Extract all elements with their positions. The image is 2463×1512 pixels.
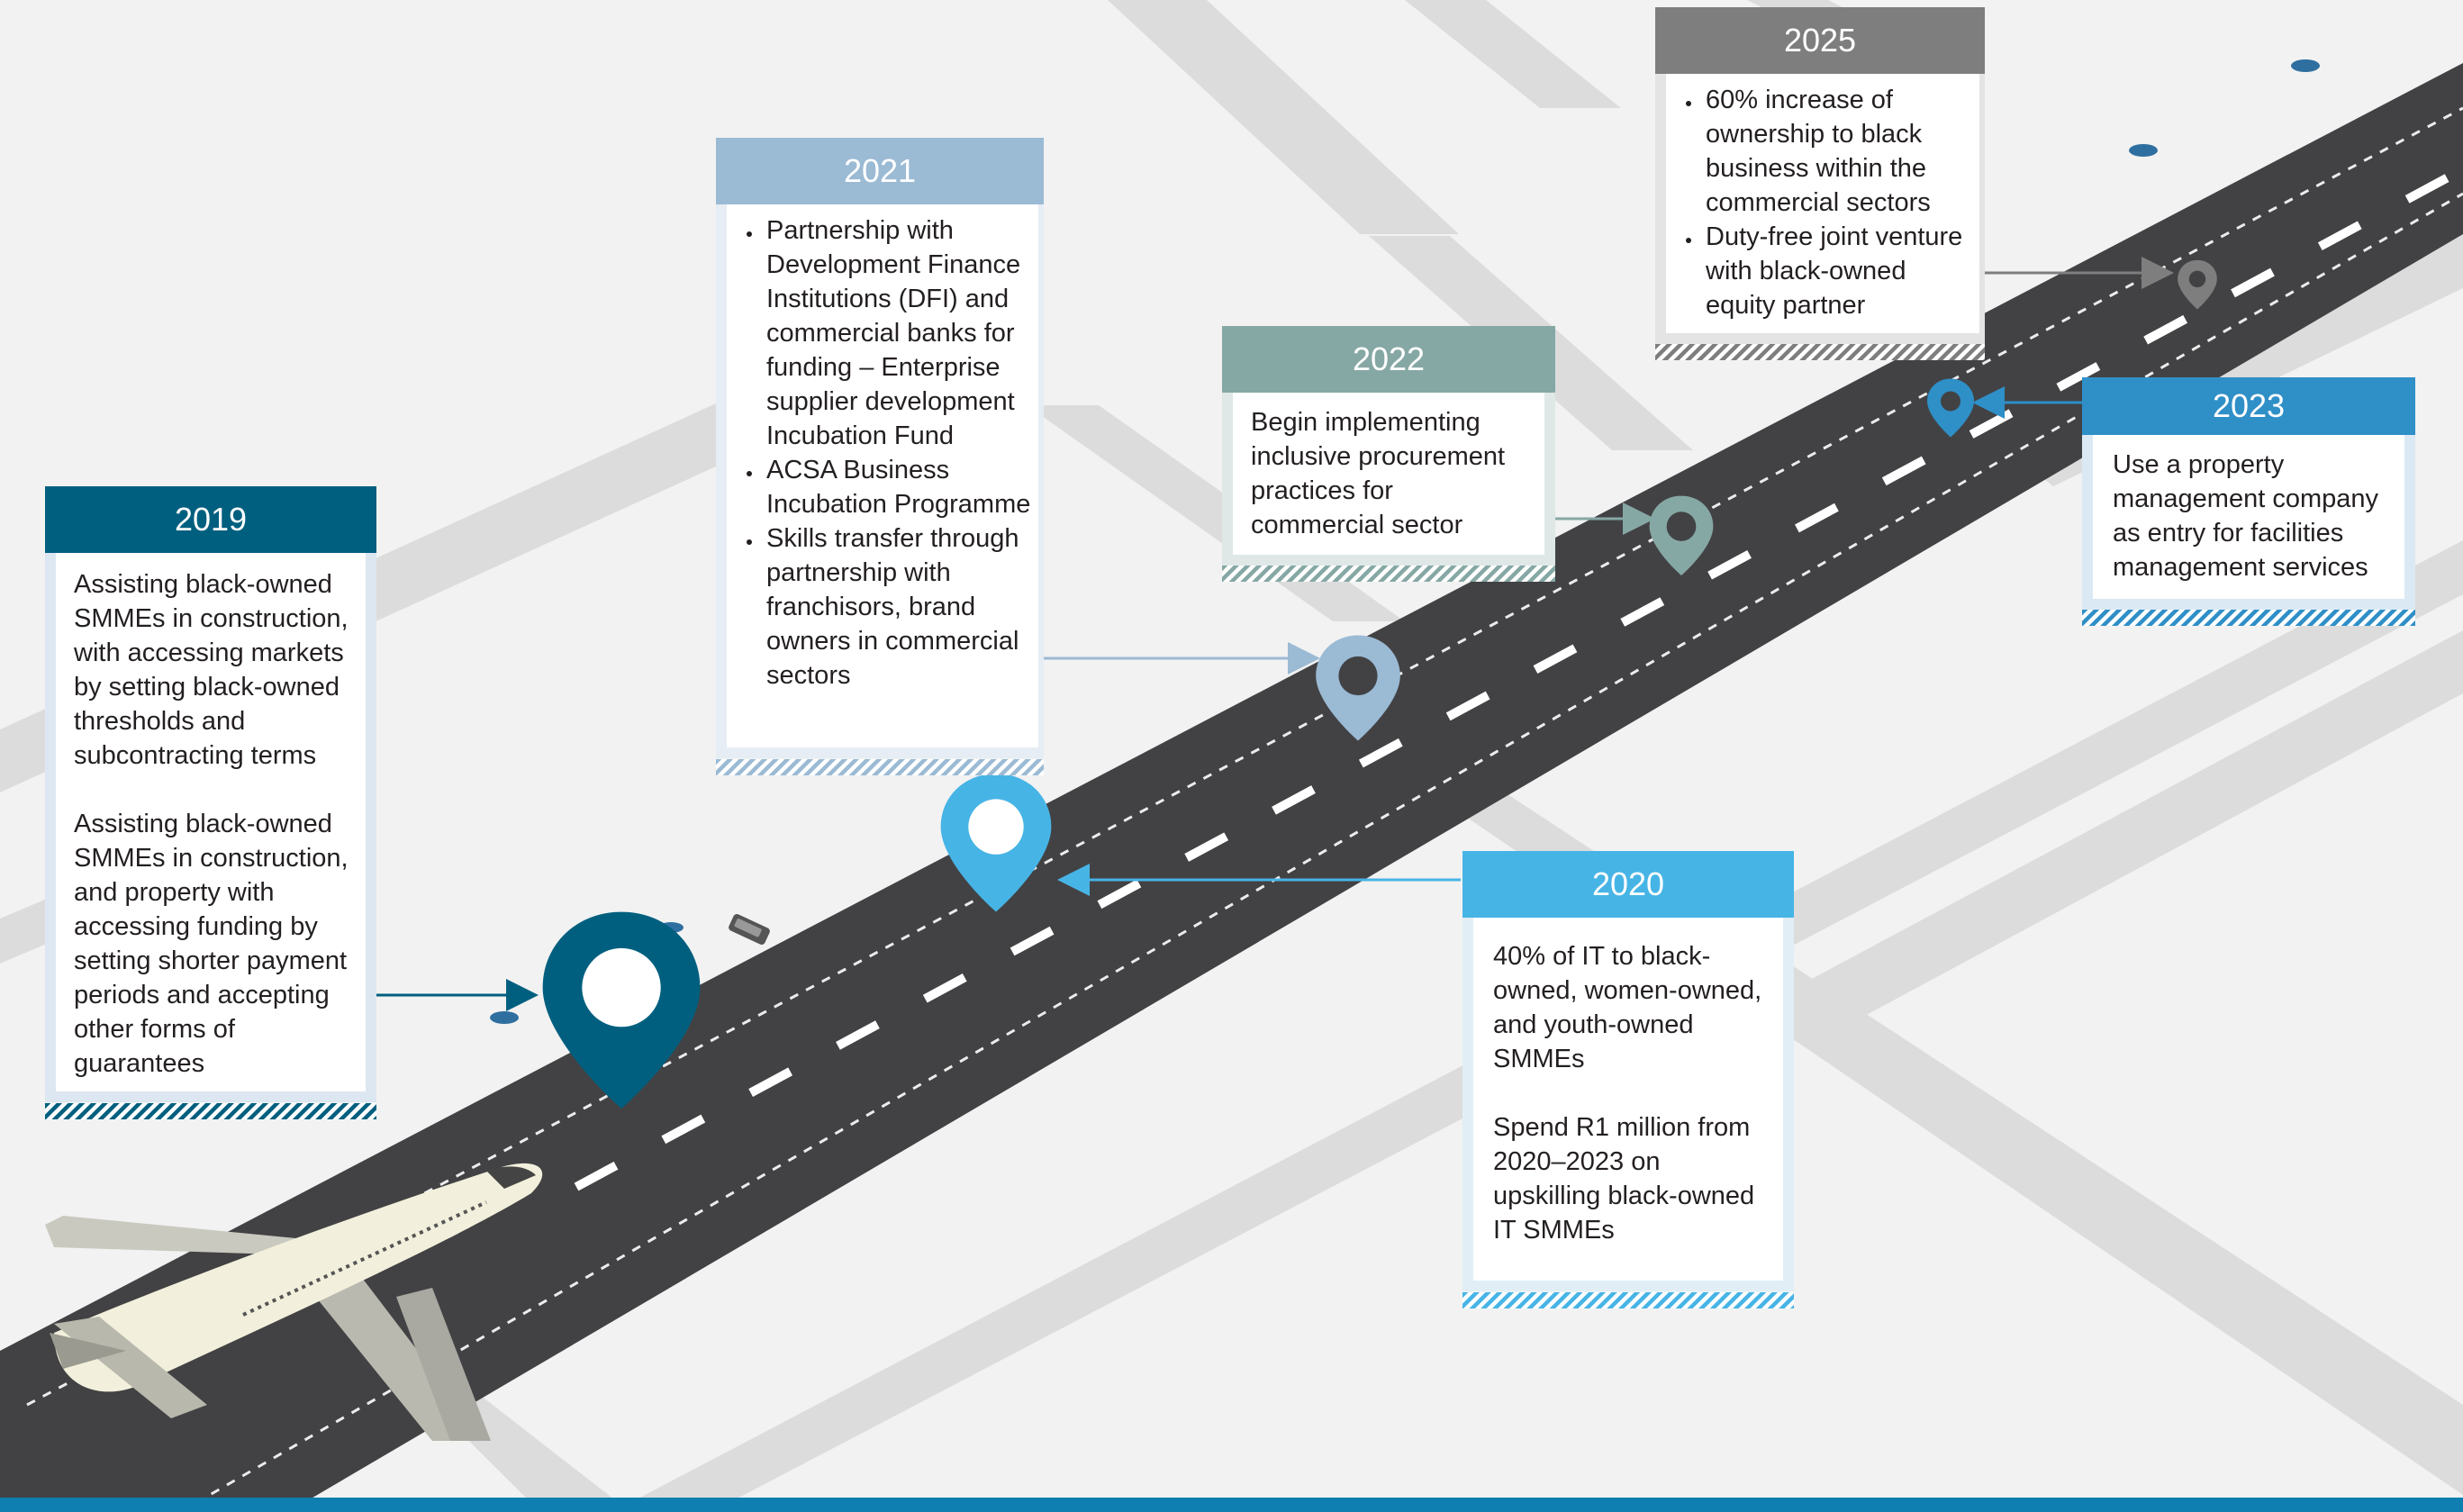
map-pin-icon xyxy=(1316,635,1400,741)
hatch-stripe xyxy=(1462,1292,1794,1308)
milestone-bullet: Duty-free joint venture with black-owned… xyxy=(1702,220,1979,322)
year-header-2020: 2020 xyxy=(1462,851,1794,918)
hatch-stripe xyxy=(716,759,1044,775)
milestone-card-2020: 2020 40% of IT to black-owned, women-own… xyxy=(1462,851,1794,1308)
milestone-card-2023: 2023 Use a property management company a… xyxy=(2082,377,2415,626)
card-body-2021: Partnership with Development Finance Ins… xyxy=(716,204,1044,758)
card-body-2025: 60% increase of ownership to black busin… xyxy=(1655,74,1985,344)
milestone-bullet: 60% increase of ownership to black busin… xyxy=(1702,83,1979,220)
year-header-2025: 2025 xyxy=(1655,7,1985,74)
milestone-bullet: ACSA Business Incubation Programme xyxy=(763,453,1038,521)
hatch-stripe xyxy=(1655,344,1985,360)
hatch-stripe xyxy=(45,1103,376,1119)
year-header-2022: 2022 xyxy=(1222,326,1555,393)
year-label: 2021 xyxy=(843,152,917,189)
milestone-text: Begin implementing inclusive procurement… xyxy=(1251,408,1506,539)
map-pin-icon xyxy=(940,774,1052,912)
year-header-2021: 2021 xyxy=(716,138,1044,204)
milestone-text: Use a property management company as ent… xyxy=(2113,450,2378,582)
milestone-text: Spend R1 million from 2020–2023 on upski… xyxy=(1493,1113,1755,1245)
car-icon xyxy=(2129,144,2158,157)
map-pin-icon xyxy=(1649,495,1714,575)
map-pin-icon xyxy=(2178,259,2217,310)
year-label: 2022 xyxy=(1352,340,1426,377)
milestone-bullet: Partnership with Development Finance Ins… xyxy=(763,213,1038,453)
year-header-2019: 2019 xyxy=(45,486,376,553)
bottom-accent-bar xyxy=(0,1498,2463,1512)
milestone-card-2022: 2022 Begin implementing inclusive procur… xyxy=(1222,326,1555,582)
card-body-2019: Assisting black-owned SMMEs in construct… xyxy=(45,553,376,1102)
hatch-stripe xyxy=(2082,610,2415,626)
milestone-text: 40% of IT to black-owned, women-owned, a… xyxy=(1493,942,1762,1073)
year-header-2023: 2023 xyxy=(2082,377,2415,435)
milestone-card-2019: 2019 Assisting black-owned SMMEs in cons… xyxy=(45,486,376,1119)
year-label: 2023 xyxy=(2212,387,2286,424)
map-pin-icon xyxy=(542,911,701,1109)
milestone-text: Assisting black-owned SMMEs in construct… xyxy=(74,570,349,770)
map-pin-icon xyxy=(1927,378,1974,438)
card-body-2023: Use a property management company as ent… xyxy=(2082,435,2415,610)
card-body-2020: 40% of IT to black-owned, women-owned, a… xyxy=(1462,918,1794,1291)
year-label: 2020 xyxy=(1591,865,1665,902)
year-label: 2019 xyxy=(174,501,248,538)
runway xyxy=(0,63,2463,1512)
year-label: 2025 xyxy=(1783,22,1857,59)
milestone-card-2021: 2021 Partnership with Development Financ… xyxy=(716,138,1044,775)
milestone-bullet: Skills transfer through partnership with… xyxy=(763,521,1038,693)
car-icon xyxy=(729,913,770,946)
hatch-stripe xyxy=(1222,566,1555,582)
car-icon xyxy=(2291,59,2320,72)
milestone-text: Assisting black-owned SMMEs in construct… xyxy=(74,810,349,1078)
car-icon xyxy=(490,1011,519,1024)
airplane-icon xyxy=(45,1163,543,1441)
card-body-2022: Begin implementing inclusive procurement… xyxy=(1222,393,1555,566)
milestone-card-2025: 2025 60% increase of ownership to black … xyxy=(1655,7,1985,360)
